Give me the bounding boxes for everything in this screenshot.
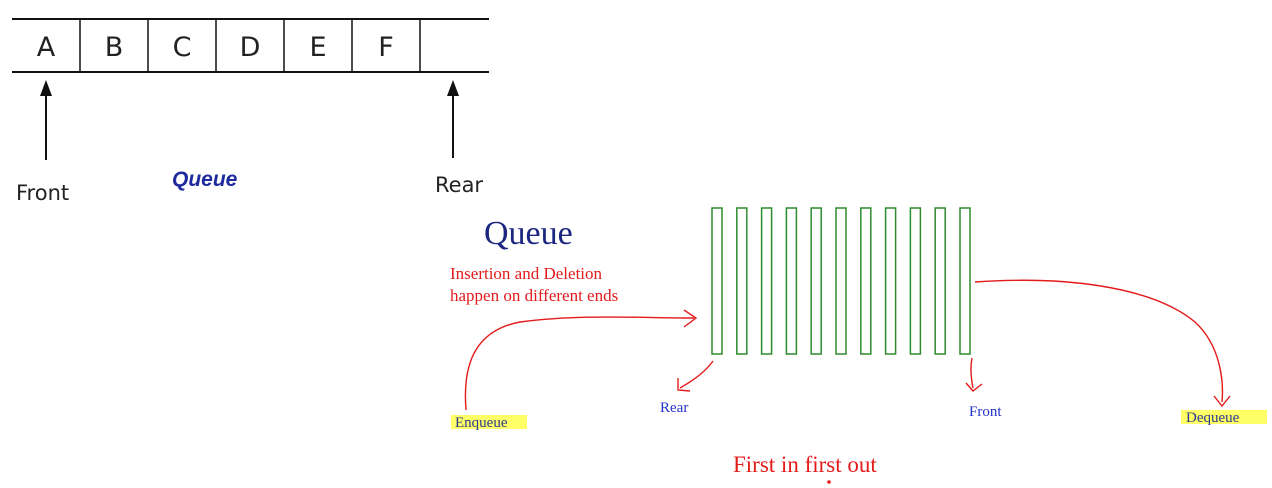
fifo-dot [827,480,831,484]
array-queue-diagram: A B C D E F Front Rear Queue [12,18,489,205]
enqueue-label: Enqueue [455,415,508,431]
queue-slot [835,207,847,355]
queue-slot [909,207,922,355]
dequeue-arrow [974,279,1231,408]
front-label: Front [16,181,69,205]
rear-label: Rear [435,173,483,197]
array-cell-a: A [37,32,56,63]
rear-marker-arrow [677,360,714,392]
fifo-queue-diagram: Queue Insertion and Deletion happen on d… [450,207,1267,484]
description-line-2: happen on different ends [450,286,618,305]
queue-slot [760,207,773,355]
queue-slot [785,207,798,355]
queue-slot [736,207,748,355]
enqueue-highlight [451,415,527,429]
array-cell-labels: A B C D E F [37,32,394,63]
front-pointer-arrow [40,80,52,160]
array-cell-f: F [378,32,394,63]
queue-slot [934,207,946,355]
queue-slot [860,207,872,355]
array-cell-dividers [79,19,421,72]
array-cell-c: C [173,32,192,63]
enqueue-arrow [464,309,698,411]
array-cell-b: B [105,32,124,63]
array-queue-caption: Queue [172,168,238,191]
dequeue-label: Dequeue [1186,410,1240,426]
array-cell-d: D [240,32,261,63]
fifo-caption: First in first out [733,452,877,477]
queue-title: Queue [484,215,573,252]
array-cell-e: E [309,32,326,63]
dequeue-highlight [1181,410,1267,424]
rear-pointer-arrow [447,80,459,158]
queue-slot [810,207,822,355]
queue-slot [959,207,971,355]
description-line-1: Insertion and Deletion [450,264,603,283]
queue-slot [711,207,723,355]
front-end-label: Front [969,404,1002,420]
front-marker-arrow [965,357,983,392]
queue-slot [884,207,897,355]
rear-end-label: Rear [660,400,688,416]
queue-slots [711,207,971,355]
